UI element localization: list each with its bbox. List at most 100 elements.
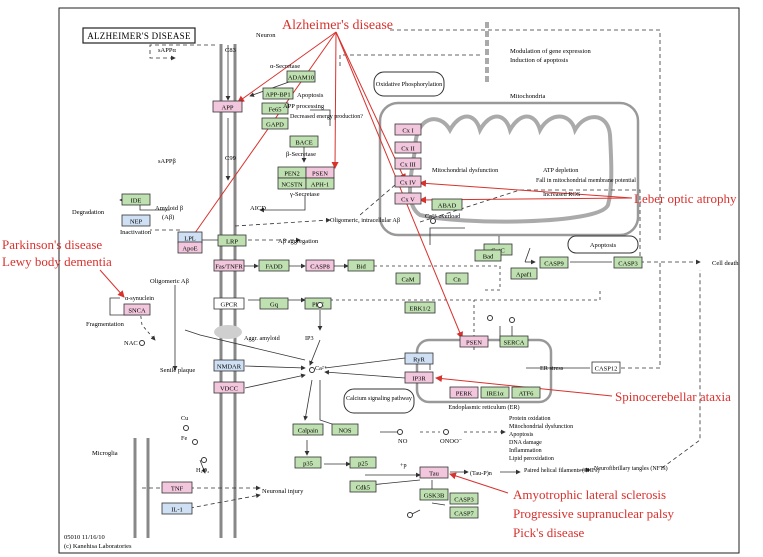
gene-node-label: NCSTN [281,182,303,189]
gene-node-box [539,256,569,269]
gene-node-cx5[interactable]: Cx V [394,192,422,205]
gene-node-fastnfr[interactable]: Fas/TNFR [213,259,245,272]
gene-node-cx3[interactable]: Cx III [394,157,422,170]
gene-node-cam[interactable]: CaM [395,272,421,285]
gene-node-box [289,135,319,148]
gene-node-casp9[interactable]: CASP9 [539,256,569,269]
pathway-label-cell-death: Cell death [712,260,739,267]
gene-node-cx4[interactable]: Cx IV [394,175,422,188]
gene-node-adam10[interactable]: ADAM10 [286,70,316,83]
gene-node-fe65[interactable]: Fe65 [261,102,289,115]
pathway-label-ca: Ca²⁺ [315,365,327,372]
gene-node-label: SERCA [504,340,525,347]
gene-node-casp7[interactable]: CASP7 [449,506,479,519]
gene-node-fadd[interactable]: FADD [258,259,290,272]
cell-membrane [133,44,237,538]
gene-node-apoe[interactable]: ApoE [177,241,203,254]
gene-node-box [292,423,324,436]
gene-node-nep[interactable]: NEP [121,214,151,227]
gene-node-bace[interactable]: BACE [289,135,319,148]
pathway-label-ca-overload: Ca²⁺ overload [425,213,461,220]
pathway-label-gamma-sec: γ-Secretase [289,191,320,198]
gene-node-app[interactable]: APP [212,100,243,113]
gene-node-ncstn[interactable]: NCSTN [277,177,307,190]
gene-node-lpl[interactable]: LPL [177,231,203,244]
gene-node-pen2[interactable]: PEN2 [277,166,307,179]
gene-node-label: PSEN [466,340,482,347]
gene-node-ire1a[interactable]: IRE1α [480,386,510,399]
gene-node-appbp1[interactable]: APP-BP1 [262,87,294,100]
gene-node-psen_b[interactable]: PSEN [459,335,489,348]
pathway-label-alpha-sec: α-Secretase [270,63,300,70]
gene-node-label: GSK3B [424,493,445,500]
gene-node-bid[interactable]: Bid [347,259,375,272]
gene-node-casp3_a[interactable]: CASP3 [613,256,643,269]
gene-node-atf6[interactable]: ATF6 [511,386,541,399]
gene-node-perk[interactable]: PERK [449,386,479,399]
gene-node-cx2[interactable]: Cx II [394,141,422,154]
gene-node-box [499,335,529,348]
pathway-label-dna: DNA damage [509,440,542,446]
gene-node-box [404,301,436,314]
pathway-label-mito-dys2: Mitochondrial dysfunction [509,423,573,430]
gene-node-vdcc[interactable]: VDCC [213,381,245,394]
gene-node-cx1[interactable]: Cx I [394,123,422,136]
gene-node-box [349,456,377,469]
gene-node-box [213,297,245,310]
gene-node-label: Cx III [400,162,416,169]
gene-node-gq[interactable]: Gq [259,297,289,310]
pathway-label-h2o2: H₂O₂ [196,467,209,474]
gene-node-p25[interactable]: p25 [349,456,377,469]
gene-node-box [213,259,245,272]
gene-node-apaf1[interactable]: Apaf1 [510,267,538,280]
gene-node-tnf[interactable]: TNF [161,481,193,494]
pathway-label-fe: Fe [181,435,187,442]
gene-node-casp3_b[interactable]: CASP3 [449,492,479,505]
gene-node-il1[interactable]: IL-1 [161,502,193,515]
gene-node-label: CASP3 [454,497,474,504]
gene-node-tau[interactable]: Tau [419,466,449,479]
pathway-label-onoo: ONOO⁻ [440,438,463,445]
gene-node-label: BACE [295,140,312,147]
disease-labels: Alzheimer's disease Parkinson's disease … [2,18,737,540]
gene-node-ryr[interactable]: RyR [404,352,434,365]
diagram-frame [58,7,740,554]
gene-node-ide[interactable]: IDE [121,193,151,206]
gene-node-erk[interactable]: ERK1/2 [404,301,436,314]
gene-node-nos[interactable]: NOS [331,423,359,436]
gene-node-label: CASP9 [544,261,564,268]
pathway-label-beta-sec: β-Secretase [286,151,316,158]
gene-node-label: APP-BP1 [265,92,290,99]
gene-node-label: p25 [358,461,368,468]
gene-node-box [347,259,375,272]
gene-node-abad[interactable]: ABAD [431,198,463,211]
gene-node-nmdar[interactable]: NMDAR [213,359,245,372]
gene-node-lrp[interactable]: LRP [217,234,247,247]
pathway-label-c83: C83 [225,47,236,54]
gene-node-box [217,234,247,247]
gene-node-gpcr[interactable]: GPCR [213,297,245,310]
gene-node-aph1[interactable]: APH-1 [305,177,335,190]
gene-node-calpain[interactable]: Calpain [292,423,324,436]
gene-node-box [213,381,245,394]
gene-node-serca[interactable]: SERCA [499,335,529,348]
gene-node-casp8[interactable]: CASP8 [305,259,335,272]
pathway-label-sappa: sAPPα [158,47,176,54]
gene-node-p35[interactable]: p35 [294,456,322,469]
gene-node-cn[interactable]: Cn [445,272,469,285]
gene-node-cdk5[interactable]: Cdk5 [349,480,377,493]
pathway-label-apoptosis1: Apoptosis [297,92,324,99]
pathway-label-er: Endoplasmic reticulum (ER) [448,404,519,411]
gene-node-gsk3b[interactable]: GSK3B [419,488,449,501]
gene-node-bad[interactable]: Bad [474,249,502,262]
pathway-label-atp-dep: ATP depletion [543,167,578,174]
gene-node-label: Tau [429,471,439,478]
gene-node-gapd[interactable]: GAPD [261,117,289,130]
gene-node-ip3r[interactable]: IP3R [404,371,434,384]
gene-node-snca[interactable]: SNCA [123,303,151,316]
gene-node-label: IL-1 [171,507,183,514]
gene-node-psen_a[interactable]: PSEN [305,166,335,179]
gene-node-box [259,297,289,310]
gene-node-casp12[interactable]: CASP12 [591,361,621,374]
gene-node-label: GAPD [266,122,284,129]
